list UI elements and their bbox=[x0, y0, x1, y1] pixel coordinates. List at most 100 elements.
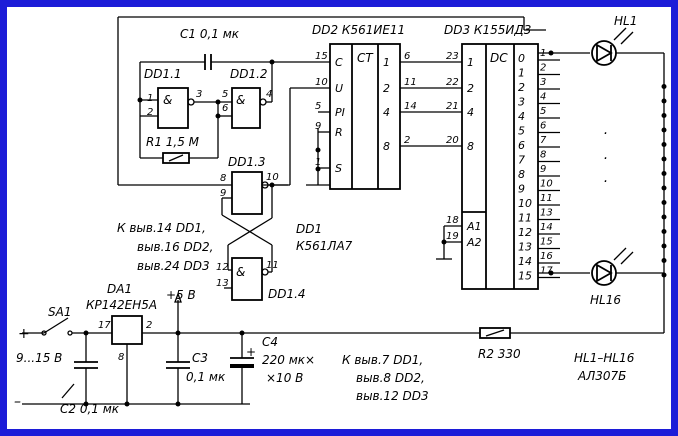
dd3-out-pin-number: 2 bbox=[540, 63, 546, 74]
dd2-pin-name: S bbox=[335, 162, 342, 175]
gate-dd1-4-symbol: & bbox=[236, 265, 245, 279]
dd3-out-name: 5 bbox=[518, 125, 525, 138]
bus-junction bbox=[661, 142, 667, 147]
pin-label: 2 bbox=[147, 107, 153, 118]
dd2-pin-number: 5 bbox=[315, 101, 321, 112]
dd3-out-name: 12 bbox=[518, 226, 532, 239]
label-da1: DA1 bbox=[107, 282, 132, 296]
pin-label: 8 bbox=[220, 173, 226, 184]
label-hl1: HL1 bbox=[614, 14, 637, 28]
label-dd2: DD2 К561ИЕ11 bbox=[312, 23, 405, 37]
chip-dd2 bbox=[329, 43, 401, 190]
dd3-out-pin-number: 11 bbox=[540, 193, 553, 204]
schematic-sheet: & DD1.1 1 2 3 & DD1.2 5 6 4 R1 1,5 М С1 … bbox=[7, 7, 671, 429]
bus-junction bbox=[661, 156, 667, 162]
bus-junction bbox=[661, 272, 667, 278]
pin-label: 12 bbox=[216, 262, 229, 273]
label-dd1-type: К561ЛА7 bbox=[296, 239, 353, 253]
dd3-pin-number: 22 bbox=[446, 77, 459, 88]
label-hl16: HL16 bbox=[590, 293, 621, 307]
dd3-out-pin-number: 7 bbox=[540, 135, 547, 146]
dd3-out-pin-number: 4 bbox=[540, 92, 546, 103]
pin-label: 9 bbox=[220, 188, 226, 199]
minus-terminal: – bbox=[14, 394, 21, 410]
note-power-2: выв.16 DD2, bbox=[137, 240, 213, 254]
label-5v: +5 В bbox=[166, 288, 196, 302]
dd3-out-pin-number: 17 bbox=[540, 266, 553, 277]
pin-label: 17 bbox=[98, 320, 111, 331]
gate-dd1-1-symbol: & bbox=[163, 93, 172, 107]
dd3-out-name: 8 bbox=[518, 168, 525, 181]
label-dd1: DD1 bbox=[296, 222, 322, 236]
dd3-out-name: 7 bbox=[518, 154, 525, 167]
bus-junction bbox=[661, 185, 667, 191]
dd3-pin-name: 8 bbox=[467, 140, 474, 153]
dd2-pin-number: 9 bbox=[315, 121, 321, 132]
dd3-out-name: 13 bbox=[518, 241, 532, 254]
label-da1-type: КР142ЕН5А bbox=[86, 298, 157, 312]
label-hl-range: HL1–HL16 bbox=[574, 351, 635, 365]
gate-dd1-1 bbox=[157, 87, 189, 129]
dd3-out-name: 4 bbox=[518, 110, 525, 123]
dd3-pin-number: 21 bbox=[446, 101, 459, 112]
label-hl-type: АЛ307Б bbox=[577, 369, 626, 383]
chip-dd3 bbox=[461, 43, 539, 290]
dd3-out-name: 0 bbox=[518, 52, 525, 65]
pin-label: 5 bbox=[222, 89, 228, 100]
label-c4: С4 bbox=[262, 335, 278, 349]
bus-junction bbox=[661, 243, 667, 249]
dd2-ct: CT bbox=[357, 51, 374, 65]
pin-label: 2 bbox=[146, 320, 152, 331]
dd3-out-name: 3 bbox=[518, 96, 525, 109]
dd2-pin-name: U bbox=[335, 82, 343, 95]
note-gnd-1: К выв.7 DD1, bbox=[342, 353, 423, 367]
dd3-pin-name: A1 bbox=[466, 220, 482, 233]
dd3-out-name: 14 bbox=[518, 255, 532, 268]
dd3-pin-name: 2 bbox=[467, 82, 474, 95]
pin-label: 3 bbox=[196, 89, 202, 100]
dd3-out-name: 10 bbox=[518, 197, 532, 210]
dd2-out-pin-name: 2 bbox=[383, 82, 390, 95]
dd3-out-pin-number: 13 bbox=[540, 208, 553, 219]
dd3-pin-name: 1 bbox=[467, 56, 474, 69]
bus-junction bbox=[661, 229, 667, 234]
dd2-pin-name: PI bbox=[335, 106, 345, 119]
pin-label: 13 bbox=[216, 278, 229, 289]
dd3-out-name: 9 bbox=[518, 183, 525, 196]
pin-label: 1 bbox=[147, 93, 153, 104]
label-dd1-1: DD1.1 bbox=[144, 67, 182, 81]
bus-junction bbox=[661, 171, 667, 176]
circuit-diagram: & DD1.1 1 2 3 & DD1.2 5 6 4 R1 1,5 М С1 … bbox=[14, 14, 667, 416]
dd3-out-pin-number: 5 bbox=[540, 106, 546, 117]
label-c4-voltage: ×10 В bbox=[266, 371, 303, 385]
dd2-pin-name: C bbox=[335, 56, 343, 69]
gate-dd1-2 bbox=[231, 87, 261, 129]
dd3-pin-name: 4 bbox=[467, 106, 474, 119]
label-vin: 9...15 В bbox=[16, 351, 62, 365]
label-c3-value: 0,1 мк bbox=[186, 370, 226, 384]
note-power-3: выв.24 DD3 bbox=[137, 259, 210, 273]
label-c3: С3 bbox=[192, 351, 208, 365]
c4-polarity: + bbox=[246, 345, 256, 359]
gate-dd1-2-symbol: & bbox=[236, 93, 245, 107]
label-c2: С2 0,1 мк bbox=[60, 402, 120, 416]
label-dd3: DD3 К155ИД3 bbox=[444, 23, 531, 37]
dd3-pin-number: 20 bbox=[446, 135, 459, 146]
label-r2: R2 330 bbox=[478, 347, 521, 361]
label-c4-value: 220 мк× bbox=[262, 353, 315, 367]
gate-dd1-3 bbox=[231, 171, 263, 215]
label-dd1-4: DD1.4 bbox=[268, 287, 306, 301]
label-dd1-2: DD1.2 bbox=[230, 67, 268, 81]
dd2-out-pin-name: 1 bbox=[383, 56, 390, 69]
ellipsis-dot: · bbox=[603, 151, 607, 167]
label-r1: R1 1,5 М bbox=[146, 135, 200, 149]
bus-junction bbox=[661, 200, 667, 205]
bus-junction bbox=[661, 127, 667, 133]
dd2-pin-number: 15 bbox=[315, 51, 328, 62]
note-gnd-3: выв.12 DD3 bbox=[356, 389, 429, 403]
note-power-1: К выв.14 DD1, bbox=[117, 221, 206, 235]
dd3-out-name: 6 bbox=[518, 139, 525, 152]
